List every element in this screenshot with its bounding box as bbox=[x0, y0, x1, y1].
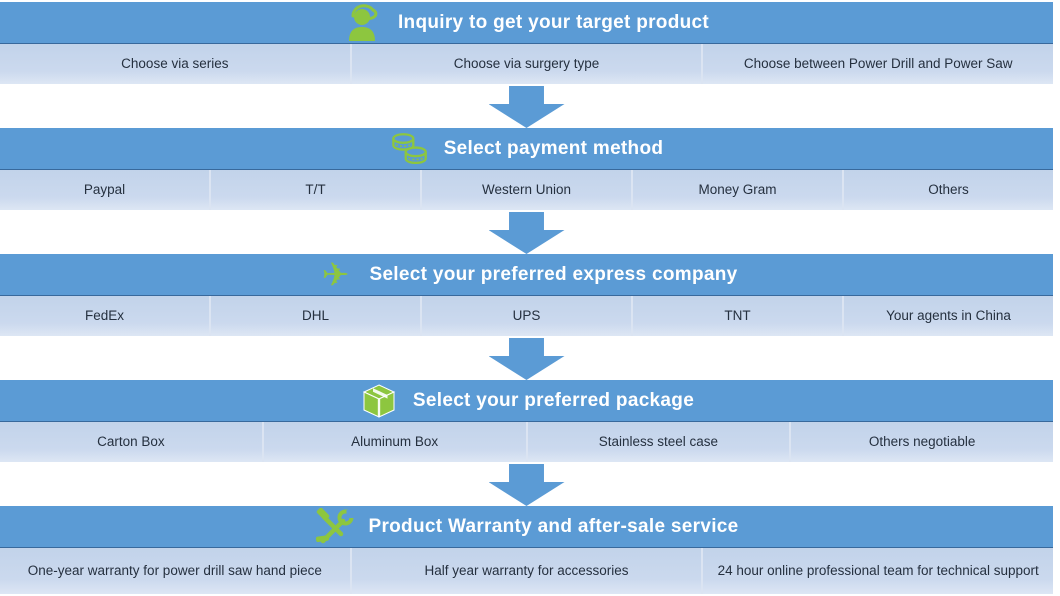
option-cell: Half year warranty for accessories bbox=[349, 548, 702, 594]
option-row-payment: Paypal T/T Western Union Money Gram Othe… bbox=[0, 170, 1053, 210]
option-row-package: Carton Box Aluminum Box Stainless steel … bbox=[0, 422, 1053, 462]
option-cell: Choose between Power Drill and Power Saw bbox=[701, 44, 1053, 84]
section-title: Select your preferred express company bbox=[369, 263, 738, 285]
section-header-inquiry: Inquiry to get your target product bbox=[0, 2, 1053, 44]
tools-icon bbox=[314, 507, 355, 547]
option-cell: Choose via surgery type bbox=[349, 44, 702, 84]
option-cell: Choose via series bbox=[121, 55, 229, 71]
option-cell: Paypal bbox=[83, 181, 126, 197]
flow-gap bbox=[0, 462, 1053, 506]
option-cell: Aluminum Box bbox=[261, 422, 526, 462]
section-header-payment: Select payment method bbox=[0, 128, 1053, 170]
option-cell: Others negotiable bbox=[789, 422, 1053, 462]
package-icon bbox=[359, 381, 399, 421]
coins-icon bbox=[390, 129, 430, 169]
section-title: Select payment method bbox=[443, 137, 664, 159]
down-arrow-icon bbox=[488, 212, 565, 254]
option-cell: Western Union bbox=[420, 170, 631, 210]
flow-gap bbox=[0, 84, 1053, 128]
airplane-icon: ✈ bbox=[321, 255, 350, 294]
option-cell: One-year warranty for power drill saw ha… bbox=[27, 562, 322, 578]
section-title: Inquiry to get your target product bbox=[397, 11, 710, 33]
down-arrow-icon bbox=[488, 338, 565, 380]
option-cell: FedEx bbox=[84, 307, 125, 323]
option-cell: UPS bbox=[420, 296, 631, 336]
option-cell: Money Gram bbox=[631, 170, 842, 210]
section-title: Select your preferred package bbox=[412, 389, 695, 411]
support-agent-icon bbox=[344, 3, 384, 43]
option-cell: DHL bbox=[209, 296, 420, 336]
flow-gap bbox=[0, 336, 1053, 380]
option-cell: Others bbox=[842, 170, 1053, 210]
option-cell: T/T bbox=[209, 170, 420, 210]
down-arrow-icon bbox=[488, 464, 565, 506]
option-cell: Carton Box bbox=[97, 433, 165, 449]
option-cell: 24 hour online professional team for tec… bbox=[701, 548, 1053, 594]
section-header-express: ✈ Select your preferred express company bbox=[0, 254, 1053, 296]
section-header-package: Select your preferred package bbox=[0, 380, 1053, 422]
flow-gap bbox=[0, 210, 1053, 254]
option-cell: TNT bbox=[631, 296, 842, 336]
option-cell: Stainless steel case bbox=[525, 422, 790, 462]
section-header-warranty: Product Warranty and after-sale service bbox=[0, 506, 1053, 548]
option-row-express: FedEx DHL UPS TNT Your agents in China bbox=[0, 296, 1053, 336]
option-row-inquiry: Choose via series Choose via surgery typ… bbox=[0, 44, 1053, 84]
down-arrow-icon bbox=[488, 86, 565, 128]
option-row-warranty: One-year warranty for power drill saw ha… bbox=[0, 548, 1053, 594]
option-cell: Your agents in China bbox=[842, 296, 1053, 336]
section-title: Product Warranty and after-sale service bbox=[368, 515, 739, 537]
